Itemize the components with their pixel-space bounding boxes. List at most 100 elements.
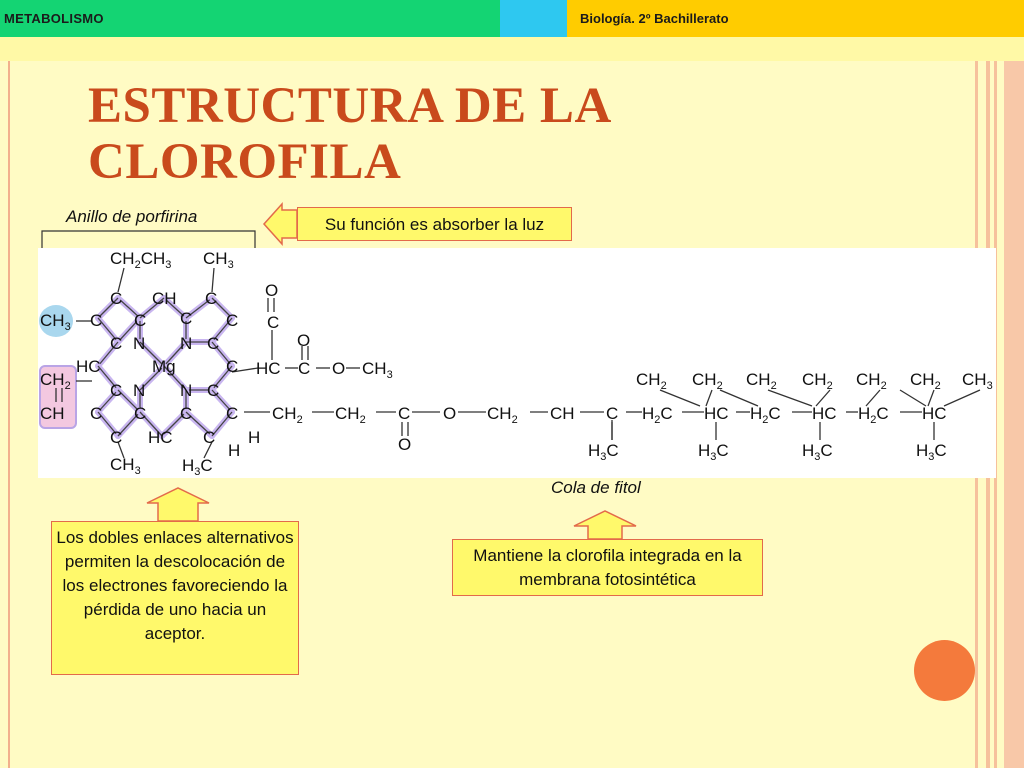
ring-bond-11-core — [117, 389, 141, 413]
atom-c-15: C — [226, 404, 238, 423]
ring-bond-2-core — [97, 317, 119, 343]
atom-c-4: C — [134, 311, 146, 330]
atom-c-9: C — [226, 357, 238, 376]
bond-h3c-bottom — [203, 441, 213, 459]
label-ester-ch3: CH3 — [362, 359, 393, 381]
ring-bond-30-core — [185, 411, 213, 437]
ring-bond-1-core — [97, 297, 119, 319]
ring-bond-5-core — [97, 341, 119, 367]
ring-bond-13-core — [139, 365, 165, 391]
atom-o-2: O — [297, 331, 310, 350]
header-green-segment — [0, 0, 500, 37]
bond-upper-8 — [943, 389, 981, 407]
ring-bond-25-core — [211, 365, 233, 391]
atom-h-1: H — [248, 428, 260, 447]
label-upper-ch2-6: CH2 — [910, 370, 941, 392]
atom-c-12: C — [90, 404, 102, 423]
atom-c-2: C — [205, 289, 217, 308]
bond-ethyl — [117, 267, 125, 293]
bond-ring-hc — [231, 367, 259, 373]
ring-bond-26-core — [211, 389, 233, 413]
ring-bond-3-core — [117, 317, 141, 343]
atom-tail-o: O — [398, 435, 411, 454]
label-h3c-bottom: H3C — [182, 456, 213, 478]
ring-bond-6-core — [97, 365, 119, 391]
header-band — [0, 37, 1024, 61]
atom-c-6: C — [226, 311, 238, 330]
atom-c-8: C — [207, 334, 219, 353]
ring-bond-9-core — [117, 411, 141, 437]
atom-c-16: C — [110, 428, 122, 447]
ring-bond-19-core — [185, 297, 213, 319]
bond-upper-7 — [927, 389, 935, 407]
atom-tail-o2: O — [443, 404, 456, 423]
atom-c-1: C — [110, 289, 122, 308]
ring-bond-12-core — [139, 341, 165, 367]
label-lower-h3c-2: H3C — [698, 441, 729, 463]
bond-methyl-bottom — [117, 441, 125, 459]
ring-bond-17-core — [163, 297, 187, 319]
atom-c-13: C — [134, 404, 146, 423]
vinyl-highlight — [39, 365, 77, 429]
atom-n-2: N — [180, 334, 192, 353]
atom-hc-left: HC — [76, 357, 101, 376]
header-bar: METABOLISMO Biología. 2º Bachillerato — [0, 0, 1024, 38]
ring-bond-7-core — [97, 389, 119, 413]
header-cyan-segment — [500, 0, 567, 37]
atom-o-1: O — [265, 281, 278, 300]
atom-tail-c: C — [398, 404, 410, 423]
label-h2c-2: H2C — [750, 404, 781, 426]
callout-mantiene: Mantiene la clorofila integrada en la me… — [452, 539, 763, 596]
atom-tail-c2: C — [606, 404, 618, 423]
arrow-left-luz — [262, 202, 298, 246]
ring-bond-29-core — [139, 411, 163, 437]
ring-bond-18-core — [139, 297, 165, 319]
arrow-up-mantiene — [573, 510, 637, 540]
ring-bond-31-core — [211, 411, 233, 437]
callout-dobles-enlaces: Los dobles enlaces alternativos permiten… — [51, 521, 299, 675]
atom-c-10: C — [110, 381, 122, 400]
label-upper-ch2-4: CH2 — [802, 370, 833, 392]
atom-hc-bottom: HC — [148, 428, 173, 447]
bond-upper-5 — [865, 389, 881, 407]
atom-n-4: N — [180, 381, 192, 400]
ring-bond-21-core — [211, 317, 233, 343]
bond-upper-0 — [659, 389, 701, 407]
ring-bond-15-core — [163, 365, 187, 391]
atom-n-1: N — [133, 334, 145, 353]
atom-c-11: C — [207, 381, 219, 400]
atom-c-19: C — [298, 359, 310, 378]
label-hc-2: HC — [812, 404, 837, 423]
label-upper-ch2-1: CH2 — [636, 370, 667, 392]
label-h2c-3: H2C — [858, 404, 889, 426]
atom-c-17: C — [203, 428, 215, 447]
atom-c-14: C — [180, 404, 192, 423]
label-tail-ch: CH — [550, 404, 575, 423]
bond-upper-1 — [705, 389, 713, 407]
ring-bond-20-core — [211, 297, 233, 319]
label-ch3-top: CH3 — [203, 249, 234, 271]
atom-h-2: H — [228, 441, 240, 460]
atom-c-7: C — [110, 334, 122, 353]
label-upper-ch2-5: CH2 — [856, 370, 887, 392]
label-upper-ch2-3: CH2 — [746, 370, 777, 392]
label-upper-ch2-2: CH2 — [692, 370, 723, 392]
decor-line-right-4 — [1004, 61, 1024, 768]
label-hc-1: HC — [704, 404, 729, 423]
atom-ch-top: CH — [152, 289, 177, 308]
decor-line-left — [8, 61, 10, 768]
header-right-label: Biología. 2º Bachillerato — [580, 11, 729, 26]
label-ch3-bottom: CH3 — [110, 455, 141, 477]
bond-upper-2 — [719, 389, 759, 407]
header-left-label: METABOLISMO — [4, 11, 104, 26]
label-h2c-1: H2C — [642, 404, 673, 426]
ring-bond-23-core — [211, 341, 233, 367]
atom-c-18: C — [267, 313, 279, 332]
bond-upper-3 — [767, 389, 813, 407]
label-tail-ch2-1: CH2 — [272, 404, 303, 426]
ring-bond-8-core — [97, 411, 119, 437]
porfirina-label: Anillo de porfirina — [66, 207, 198, 226]
methyl-highlight — [39, 305, 73, 337]
